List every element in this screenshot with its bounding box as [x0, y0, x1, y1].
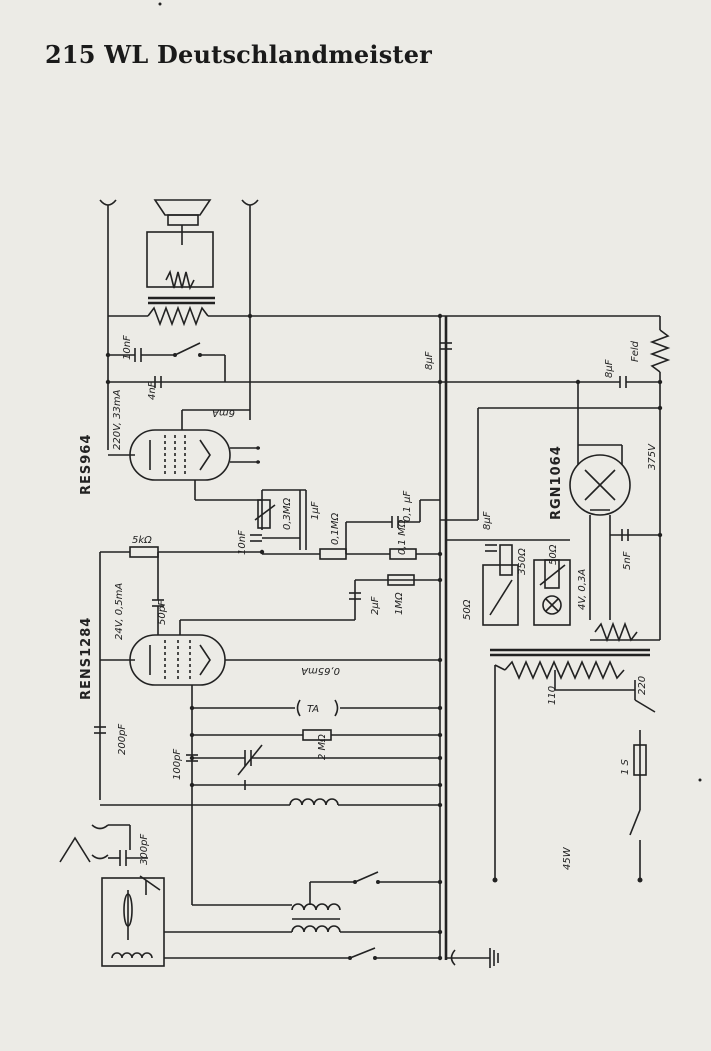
tube-rens1284 [100, 634, 440, 686]
label-r-350: 350Ω [517, 548, 528, 575]
label-c-01uf: 0,1 μF [402, 491, 413, 522]
label-out-current: 6mA [212, 407, 235, 418]
label-c-100pf: 100pF [172, 749, 183, 780]
label-lamp: 4V, 0,3A [577, 569, 588, 610]
output-transformer [147, 296, 215, 327]
label-fuse: 1 S [620, 758, 631, 775]
label-c-10nf-a: 10nF [122, 335, 133, 360]
label-ta: TA [307, 704, 319, 715]
power-transformer [490, 648, 650, 680]
antenna-section [59, 824, 165, 967]
label-r-5k: 5kΩ [132, 535, 152, 546]
label-tap-220: 220 [637, 676, 648, 695]
label-c-50pf: 50pF [157, 600, 168, 625]
speaker-symbol [146, 199, 214, 291]
speaker-jack-left [99, 199, 117, 320]
label-out-anode-v: 220V, 33mA [112, 389, 123, 450]
label-power: 45W [562, 846, 573, 870]
label-r-03m: 0,3MΩ [282, 497, 293, 530]
label-tube-rens1284: RENS1284 [79, 617, 94, 700]
speaker-jack-right [241, 199, 259, 420]
label-tube-rgn1064: RGN1064 [549, 445, 564, 520]
label-c-300pf: 300pF [139, 834, 150, 865]
label-det-current: 0,65mA [301, 665, 340, 676]
label-c-8uf-a: 8μF [424, 351, 435, 370]
label-c-10nf-b: 10nF [237, 530, 248, 555]
label-r-50b: 50Ω [462, 599, 473, 620]
label-c-8uf-b: 8μF [604, 359, 615, 378]
label-rect-voltage: 375V [647, 443, 658, 470]
label-c-5nf: 5nF [622, 551, 633, 570]
label-r-2m: 2 MΩ [317, 734, 328, 760]
label-c-8uf-c: 8μF [482, 511, 493, 530]
page-title: 215 WL Deutschlandmeister [45, 40, 433, 69]
tube-rgn1064 [569, 454, 631, 516]
label-tube-res964: RES964 [79, 434, 94, 495]
label-r-01m: 0,1MΩ [330, 512, 341, 545]
tube-res964 [108, 429, 260, 481]
label-c-4nf: 4nF [147, 381, 158, 400]
label-c-1uf: 1μF [310, 501, 321, 520]
label-tap-110: 110 [547, 686, 558, 705]
label-r-1m: 1MΩ [394, 592, 405, 615]
label-r-50a: 50Ω [548, 544, 559, 565]
label-det-anode-v: 24V, 0,5mA [114, 583, 125, 640]
ground-symbol [446, 948, 499, 968]
label-c-2uf: 2μF [370, 596, 381, 615]
label-r-01m-b: 0,1 MΩ [397, 519, 408, 555]
label-c-200pf: 200pF [117, 724, 128, 755]
label-field: Feld [630, 340, 641, 362]
